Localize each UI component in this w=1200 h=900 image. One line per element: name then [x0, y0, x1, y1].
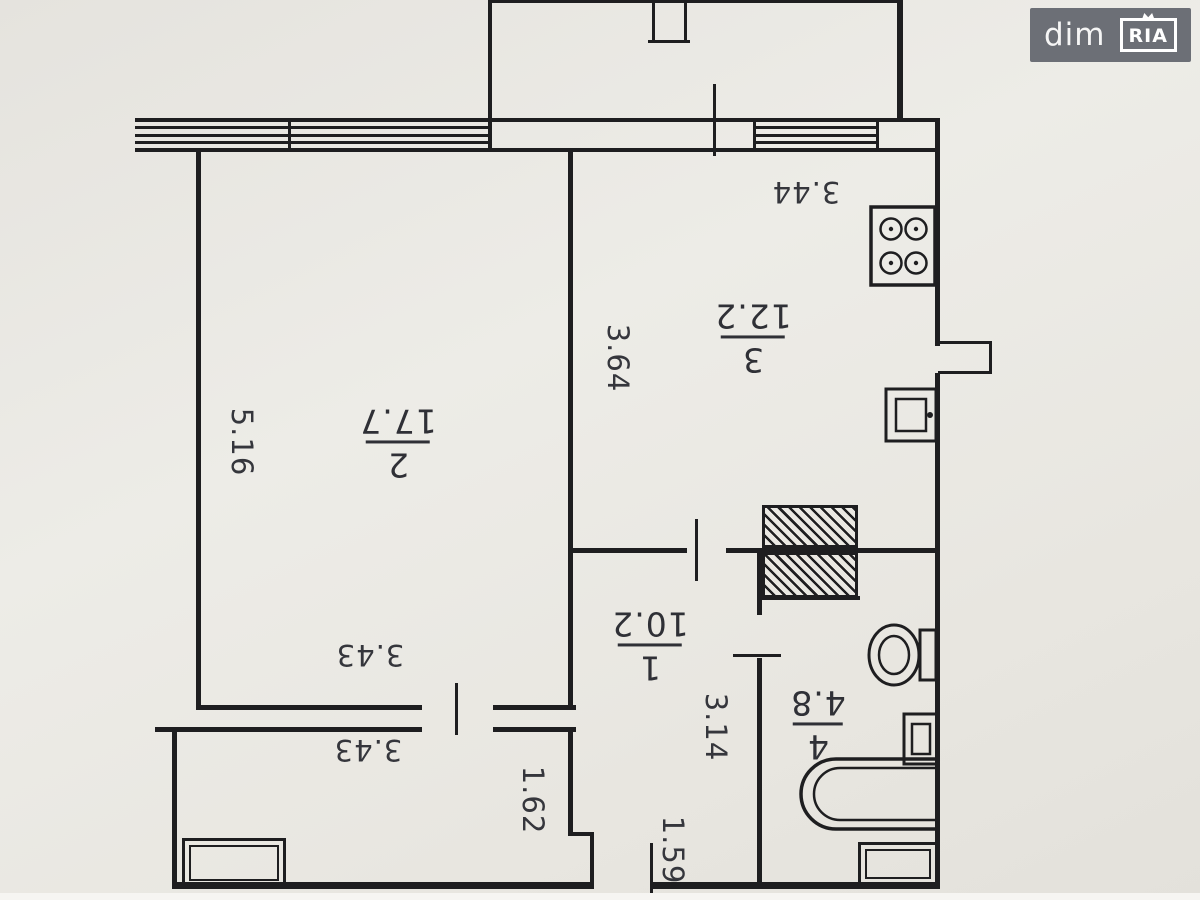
window-jamb	[876, 118, 879, 152]
window-sill	[648, 40, 690, 43]
wall-segment	[196, 148, 201, 710]
bathtub-icon	[796, 757, 938, 831]
wall-segment	[935, 118, 940, 346]
dimension-entry-depth: 1.59	[656, 815, 690, 885]
window-jamb	[488, 118, 492, 152]
wall-segment	[573, 548, 687, 553]
balcony-line	[938, 371, 992, 374]
room-number: 1	[639, 648, 662, 688]
room-number: 3	[742, 340, 765, 380]
dimension-living-width: 3.43	[335, 638, 405, 672]
room-number: 2	[387, 445, 410, 485]
dimension-entry-width: 1.62	[516, 765, 550, 835]
room-number: 4	[807, 727, 830, 767]
door-tick	[713, 84, 716, 156]
fraction-bar	[618, 643, 683, 647]
wall-segment	[568, 727, 573, 836]
kitchen-sink-icon	[884, 387, 938, 443]
closet-box-inner	[189, 845, 279, 881]
window-hatch	[135, 126, 490, 129]
wall-segment	[568, 148, 573, 710]
window-hatch	[135, 141, 490, 144]
watermark: dim RIA	[1030, 8, 1191, 62]
window-jamb	[753, 118, 756, 152]
door-tick	[695, 519, 698, 581]
stove-icon	[869, 205, 937, 287]
dim-logo: dim	[1044, 17, 1106, 53]
wall-segment	[172, 882, 594, 889]
door-tick	[733, 654, 781, 657]
room-area: 10.2	[611, 604, 689, 644]
door-tick	[650, 843, 653, 895]
room-area: 17.7	[359, 401, 437, 441]
window-hatch	[135, 134, 490, 137]
door-tick	[455, 683, 458, 735]
dimension-corridor-depth: 3.14	[699, 692, 733, 762]
wall-segment	[135, 148, 940, 152]
wall-segment	[196, 705, 422, 710]
balcony-line	[938, 341, 992, 344]
window-hatch	[753, 126, 879, 129]
window-hatch	[753, 141, 879, 144]
dimension-kitchen-depth: 3.64	[601, 323, 635, 393]
cabinet-hatch-bottom	[762, 552, 858, 598]
fraction-bar	[721, 335, 786, 339]
wall-segment	[590, 832, 594, 889]
wall-segment	[757, 553, 762, 615]
wall-segment	[135, 118, 940, 122]
wall-segment	[172, 727, 177, 888]
dimension-kitchen-width: 3.44	[771, 175, 841, 209]
wall-segment	[757, 658, 762, 888]
toilet-icon	[866, 618, 938, 692]
crown-icon	[1141, 13, 1155, 20]
dimension-hall-width: 3.43	[333, 733, 403, 767]
fraction-bar	[793, 722, 844, 726]
wall-segment	[757, 596, 860, 600]
window-hatch	[753, 134, 879, 137]
wall-segment	[897, 0, 903, 122]
room-label-bathroom: 4 4.8	[790, 683, 846, 767]
wall-segment	[653, 882, 940, 889]
room-label-hall: 1 10.2	[611, 604, 689, 688]
wall-segment	[493, 705, 576, 710]
room-label-living: 2 17.7	[359, 401, 437, 485]
ria-logo-text: RIA	[1128, 25, 1168, 47]
scan-edge	[0, 893, 1200, 900]
wall-segment	[155, 727, 422, 732]
room-area: 4.8	[790, 683, 846, 723]
closet-box	[182, 838, 286, 888]
dimension-living-depth: 5.16	[225, 407, 259, 477]
wall-segment	[493, 727, 576, 732]
window-jamb	[652, 0, 655, 42]
room-label-kitchen: 3 12.2	[714, 296, 792, 380]
wall-segment	[488, 0, 903, 3]
cabinet-hatch-top	[762, 505, 858, 548]
fraction-bar	[366, 440, 431, 444]
window-jamb	[684, 0, 687, 42]
balcony-line	[989, 341, 992, 374]
wall-segment	[568, 832, 594, 836]
ria-logo: RIA	[1119, 13, 1177, 52]
wall-segment	[726, 548, 940, 553]
wall-segment	[488, 0, 492, 122]
vent-shaft-inner	[865, 849, 931, 879]
window-jamb	[288, 118, 291, 152]
room-area: 12.2	[714, 296, 792, 336]
vent-shaft	[858, 842, 938, 886]
washbasin-icon	[902, 712, 940, 766]
